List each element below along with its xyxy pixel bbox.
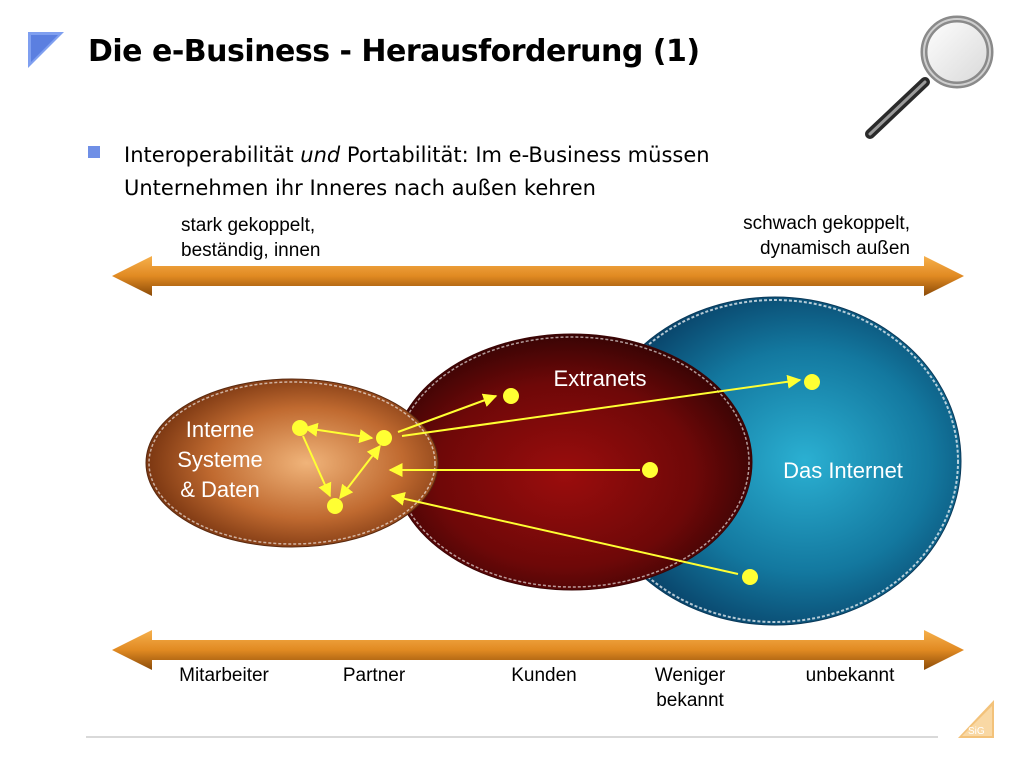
- bottom-label-mitarbeiter: Mitarbeiter: [179, 665, 269, 686]
- extranets-label: Extranets: [553, 366, 647, 391]
- bottom-label-unbekannt: unbekannt: [805, 665, 895, 686]
- internal-label-line-3: & Daten: [180, 477, 260, 502]
- top-axis-right-line-1: schwach gekoppelt,: [743, 213, 910, 234]
- internal-oval: [145, 378, 439, 548]
- bullet-text: Interoperabilität und Portabilität: Im e…: [124, 139, 814, 205]
- link-internal-triangle-b: [302, 435, 332, 498]
- link-internal-triangle-c: [339, 444, 381, 500]
- magnifying-glass-icon: [865, 15, 994, 139]
- node-internal-2: [376, 430, 392, 446]
- link-to-internet: [401, 374, 802, 437]
- bullet-part-1: Interoperabilität: [124, 143, 301, 167]
- link-internal-triangle-a: [303, 422, 374, 444]
- bullet-emphasis: und: [300, 143, 341, 167]
- internal-systems-label: Interne Systeme & Daten: [160, 415, 280, 505]
- triangle-corner-icon: [28, 32, 64, 68]
- connection-arrows: [302, 374, 802, 575]
- bottom-audience-arrow: [112, 630, 964, 670]
- internal-label-line-1: Interne: [185, 417, 255, 442]
- internal-label-line-2: Systeme: [177, 447, 263, 472]
- bullet-part-2: Portabilität: Im e-Business müssen Unter…: [124, 143, 710, 200]
- top-axis-left-line-1: stark gekoppelt,: [181, 215, 316, 236]
- page-title: Die e-Business - Herausforderung (1): [88, 34, 700, 69]
- nodes: [292, 374, 820, 585]
- footer-divider: [86, 736, 938, 738]
- node-internet-1: [804, 374, 820, 390]
- node-extranet-1: [503, 388, 519, 404]
- node-internal-3: [327, 498, 343, 514]
- bottom-label-kunden: Kunden: [511, 665, 577, 686]
- sig-logo-text: SiG: [968, 726, 985, 737]
- node-internal-1: [292, 420, 308, 436]
- internet-label: Das Internet: [783, 458, 903, 483]
- bottom-label-weniger-bekannt: Weniger bekannt: [654, 665, 726, 711]
- top-coupling-arrow: [112, 256, 964, 296]
- internal-oval-highlight: [148, 381, 436, 545]
- top-axis-left-line-2: beständig, innen: [181, 240, 321, 261]
- bottom-label-partner: Partner: [342, 665, 406, 686]
- top-axis-right-label: schwach gekoppelt, dynamisch außen: [660, 211, 910, 261]
- top-axis-left-label: stark gekoppelt, beständig, innen: [181, 213, 320, 263]
- node-internet-2: [742, 569, 758, 585]
- link-from-internet: [390, 491, 739, 575]
- square-bullet-icon: [88, 146, 100, 158]
- link-to-extranet: [397, 393, 498, 433]
- node-extranet-2: [642, 462, 658, 478]
- sig-logo-icon: [958, 700, 994, 738]
- top-axis-right-line-2: dynamisch außen: [760, 238, 910, 259]
